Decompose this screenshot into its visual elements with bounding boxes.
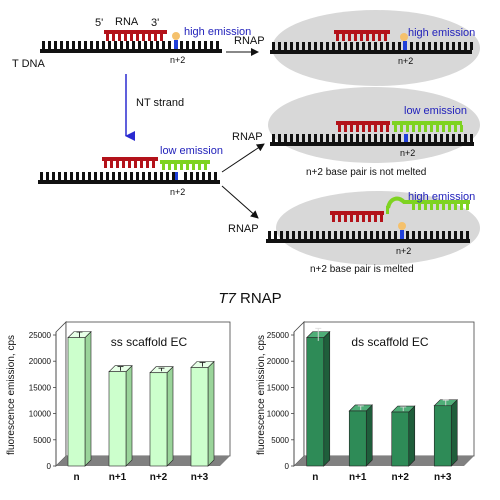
bar [391,405,416,467]
y-tick-label: 15000 [267,383,290,392]
y-tick-label: 25000 [29,331,52,340]
low-emission-label: low emission [404,105,467,117]
x-tick-label: n+3 [191,472,209,483]
x-tick-label: n [312,472,318,483]
n2-label: n+2 [396,246,411,256]
bar [348,404,373,467]
x-tick-label: n [73,472,79,483]
fluorophore [400,33,408,41]
x-tick-label: n+3 [434,472,452,483]
x-tick-label: n+1 [109,472,127,483]
bar [433,399,458,467]
x-tick-label: n+2 [391,472,409,483]
bar [149,366,174,467]
not-melted-caption: n+2 base pair is not melted [306,167,426,178]
construct-right-middle: low emission n+2 n+2 base pair is not me… [270,105,474,178]
chart-title: ss scaffold EC [111,335,188,349]
construct-right-top: high emission n+2 [270,27,475,66]
y-tick-label: 0 [47,462,52,471]
high-emission-label: high emission [184,26,251,38]
x-tick-label: n+2 [150,472,168,483]
tdna-label: T DNA [12,58,45,70]
n2-base [174,172,178,181]
x-tick-label: n+1 [349,472,367,483]
low-emission-label: low emission [160,145,223,157]
y-tick-label: 5000 [33,436,51,445]
chart-left-wall [55,321,67,467]
n2-base [400,230,404,239]
arrow-to-rnap-bottom [221,185,259,219]
y-tick-label: 15000 [29,383,52,392]
fluorophore [172,32,180,40]
arrow-to-rnap-middle [221,143,265,173]
n2-label: n+2 [398,56,413,66]
bar [67,330,92,467]
y-tick-label: 25000 [267,331,290,340]
high-emission-label: high emission [408,27,475,39]
fluorophore [398,222,406,230]
figure-title: T7 RNAP [218,290,281,307]
y-axis-label-left: fluorescence emission, cps [6,335,17,455]
chart-left-wall [293,321,305,467]
y-tick-label: 10000 [29,410,52,419]
template-dna [40,41,222,53]
chart-floor [294,456,474,466]
high-emission-label: high emission [408,191,475,203]
bar [306,330,331,467]
nt-strand-label: NT strand [136,97,184,109]
rnap-label-middle: RNAP [232,131,263,143]
melted-caption: n+2 base pair is melted [310,264,414,275]
y-axis-label-right: fluorescence emission, cps [256,335,267,455]
n2-label: n+2 [170,55,185,65]
figure-title-italic: T7 [218,290,236,307]
bar [108,364,133,467]
rna-label: RNA [115,16,139,28]
rna-strand [104,30,167,41]
n2-label: n+2 [170,187,185,197]
rnap-label-top: RNAP [234,35,265,47]
rna-5prime-label: 5' [95,17,103,29]
n2-base [404,134,408,143]
y-tick-label: 20000 [267,357,290,366]
y-tick-label: 10000 [267,410,290,419]
rnap-label-bottom: RNAP [228,223,259,235]
rnap-bubble-bottom [276,191,480,265]
n2-base [403,41,407,50]
construct-right-bottom: high emission n+2 n+2 base pair is melte… [266,191,475,275]
bar [190,360,215,467]
y-tick-label: 0 [285,462,290,471]
rna-teeth [106,34,163,41]
construct-left-middle: low emission n+2 [38,145,223,197]
ss-scaffold-chart: 0 5000 10000 15000 20000 25000 ss scaffold EC n… [29,321,231,483]
construct-left-top: 5' RNA 3' high emission n+2 T DNA [12,16,251,70]
n2-label: n+2 [400,148,415,158]
n2-base [174,40,178,49]
y-tick-label: 20000 [29,357,52,366]
y-tick-label: 5000 [271,436,289,445]
chart-title: ds scaffold EC [351,335,428,349]
chart-floor [56,456,230,466]
schematic-diagram: 5' RNA 3' high emission n+2 T DNA RNAP h… [12,10,480,275]
melted-nt-strand [386,196,470,209]
ds-scaffold-chart: 0 5000 10000 15000 20000 25000 ds scaffold EC n… [267,321,475,483]
figure-title-rest: RNAP [236,290,282,307]
rna-3prime-label: 3' [151,17,159,29]
